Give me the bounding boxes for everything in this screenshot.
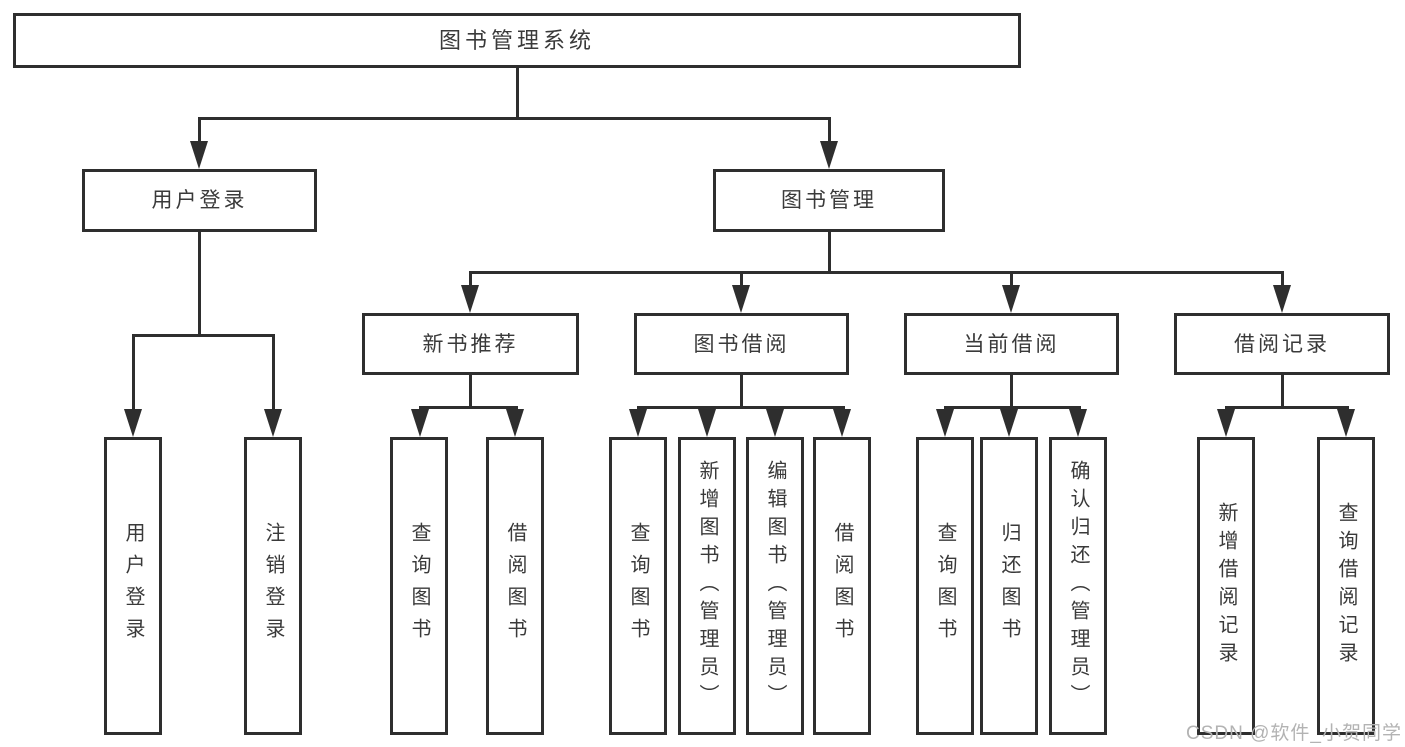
- arrow-down: [1273, 285, 1291, 313]
- leaf-label: 用户登录: [122, 522, 144, 650]
- connector-line: [1010, 271, 1013, 289]
- leaf-user-login: 用户登录: [104, 437, 162, 735]
- connector-line: [469, 271, 472, 289]
- arrow-down: [124, 409, 142, 437]
- watermark: CSDN @软件_小贺同学: [1186, 723, 1402, 744]
- leaf-label: 编辑图书（管理员）: [764, 460, 786, 712]
- arrow-down: [936, 409, 954, 437]
- connector-line: [469, 374, 472, 409]
- node-user-login: 用户登录: [82, 169, 317, 232]
- leaf-label: 归还图书: [998, 522, 1020, 650]
- connector-line: [828, 232, 831, 274]
- node-label: 图书管理: [781, 189, 877, 212]
- arrow-down: [264, 409, 282, 437]
- connector-line: [469, 271, 1284, 274]
- connector-line: [740, 374, 743, 409]
- node-book-borrow: 图书借阅: [634, 313, 849, 375]
- arrow-down: [411, 409, 429, 437]
- arrow-down: [698, 409, 716, 437]
- leaf-label: 借阅图书: [831, 522, 853, 650]
- connector-line: [272, 334, 275, 412]
- leaf-borrow-books: 借阅图书: [813, 437, 871, 735]
- connector-line: [944, 406, 1081, 409]
- arrow-down: [1069, 409, 1087, 437]
- leaf-label: 查询图书: [627, 522, 649, 650]
- arrow-down: [732, 285, 750, 313]
- connector-line: [198, 117, 201, 145]
- leaf-label: 新增图书（管理员）: [696, 460, 718, 712]
- connector-line: [828, 117, 831, 145]
- arrow-down: [766, 409, 784, 437]
- connector-line: [1281, 271, 1284, 289]
- node-current-borrow: 当前借阅: [904, 313, 1119, 375]
- leaf-return-book: 归还图书: [980, 437, 1038, 735]
- arrow-down: [506, 409, 524, 437]
- node-new-book-recommend: 新书推荐: [362, 313, 579, 375]
- arrow-down: [1217, 409, 1235, 437]
- connector-line: [740, 271, 743, 289]
- connector-line: [1281, 374, 1284, 409]
- leaf-label: 注销登录: [262, 522, 284, 650]
- leaf-logout: 注销登录: [244, 437, 302, 735]
- connector-line: [419, 406, 518, 409]
- connector-line: [132, 334, 275, 337]
- connector-line: [132, 334, 135, 412]
- leaf-label: 新增借阅记录: [1215, 502, 1237, 670]
- node-label: 图书借阅: [693, 332, 790, 356]
- arrow-down: [1337, 409, 1355, 437]
- leaf-label: 查询图书: [408, 522, 430, 650]
- leaf-label: 确认归还（管理员）: [1067, 460, 1089, 712]
- connector-line: [198, 232, 201, 337]
- connector-line: [1225, 406, 1349, 409]
- connector-line: [516, 67, 519, 120]
- leaf-confirm-return-admin: 确认归还（管理员）: [1049, 437, 1107, 735]
- leaf-query-books-recommend: 查询图书: [390, 437, 448, 735]
- leaf-label: 借阅图书: [504, 522, 526, 650]
- arrow-down: [1002, 285, 1020, 313]
- arrow-down: [820, 141, 838, 169]
- node-book-management: 图书管理: [713, 169, 945, 232]
- leaf-borrow-books-recommend: 借阅图书: [486, 437, 544, 735]
- node-label: 新书推荐: [422, 332, 519, 356]
- connector-line: [637, 406, 845, 409]
- leaf-query-books-borrow: 查询图书: [609, 437, 667, 735]
- node-label: 用户登录: [151, 189, 248, 212]
- arrow-down: [190, 141, 208, 169]
- leaf-query-books-current: 查询图书: [916, 437, 974, 735]
- node-label: 借阅记录: [1234, 332, 1330, 356]
- leaf-label: 查询借阅记录: [1335, 502, 1357, 670]
- leaf-query-borrow-record: 查询借阅记录: [1317, 437, 1375, 735]
- leaf-label: 查询图书: [934, 522, 956, 650]
- node-label: 当前借阅: [963, 332, 1060, 356]
- arrow-down: [629, 409, 647, 437]
- node-label: 图书管理系统: [438, 27, 595, 53]
- connector-line: [1010, 374, 1013, 409]
- leaf-edit-book-admin: 编辑图书（管理员）: [746, 437, 804, 735]
- connector-line: [198, 117, 831, 120]
- leaf-add-borrow-record: 新增借阅记录: [1197, 437, 1255, 735]
- arrow-down: [461, 285, 479, 313]
- node-root: 图书管理系统: [13, 13, 1021, 68]
- arrow-down: [1000, 409, 1018, 437]
- arrow-down: [833, 409, 851, 437]
- node-borrow-records: 借阅记录: [1174, 313, 1390, 375]
- leaf-add-book-admin: 新增图书（管理员）: [678, 437, 736, 735]
